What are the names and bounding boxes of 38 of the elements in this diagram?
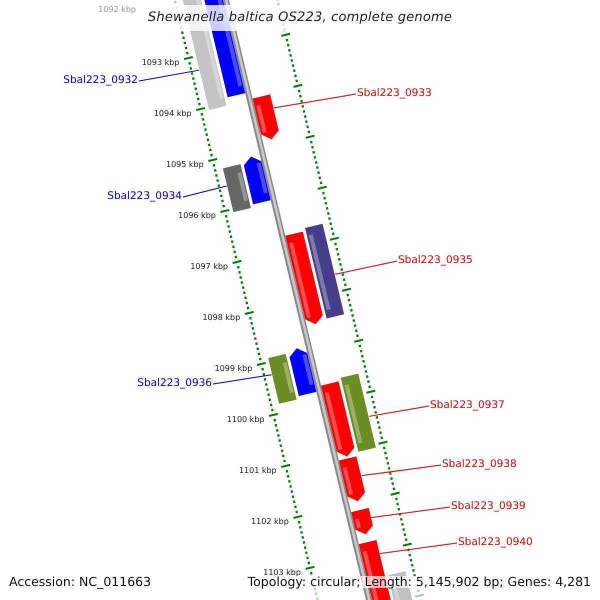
scale-label: 1101 kbp	[238, 467, 277, 476]
scale-label: 1094 kbp	[154, 110, 192, 118]
scale-label: 1097 kbp	[190, 263, 228, 272]
gene-feature	[305, 224, 344, 318]
leader-line	[138, 70, 200, 82]
gene-label: Sbal223_0938	[442, 459, 517, 470]
gene-label: Sbal223_0940	[458, 537, 533, 548]
leader-line	[380, 542, 458, 554]
footer-text: Accession: NC_011663	[9, 576, 152, 588]
scale-label: 1095 kbp	[166, 161, 204, 170]
gene-label: Sbal223_0935	[398, 255, 473, 266]
leader-line	[182, 185, 228, 198]
gene-feature	[338, 456, 365, 502]
scale-label: 1099 kbp	[214, 365, 252, 374]
gene-label: Sbal223_0933	[357, 88, 432, 98]
scale-label: 1092 kbp	[98, 6, 136, 14]
leader-line	[212, 374, 272, 384]
gene-feature	[268, 354, 297, 404]
scale-label: 1096 kbp	[178, 212, 216, 220]
gene-label: Sbal223_0932	[63, 75, 138, 86]
scale-label: 1100 kbp	[226, 416, 264, 424]
leader-line	[361, 464, 442, 476]
gene-label: Sbal223_0937	[430, 400, 505, 410]
gene-label: Sbal223_0934	[107, 191, 182, 202]
gene-feature	[222, 164, 251, 212]
gene-label: Sbal223_0939	[451, 501, 526, 512]
leader-line	[273, 94, 356, 108]
gene-label: Sbal223_0936	[137, 378, 212, 388]
scale-label: 1103 kbp	[263, 569, 301, 578]
gene-feature	[252, 94, 279, 140]
scale-label: 1102 kbp	[251, 518, 289, 526]
leader-line	[368, 406, 430, 417]
scale-label: 1093 kbp	[142, 59, 180, 68]
leader-line	[334, 260, 398, 275]
scale-label: 1098 kbp	[202, 314, 240, 322]
leader-line	[371, 506, 450, 518]
gene-feature	[351, 508, 373, 534]
gene-feature	[340, 374, 376, 452]
